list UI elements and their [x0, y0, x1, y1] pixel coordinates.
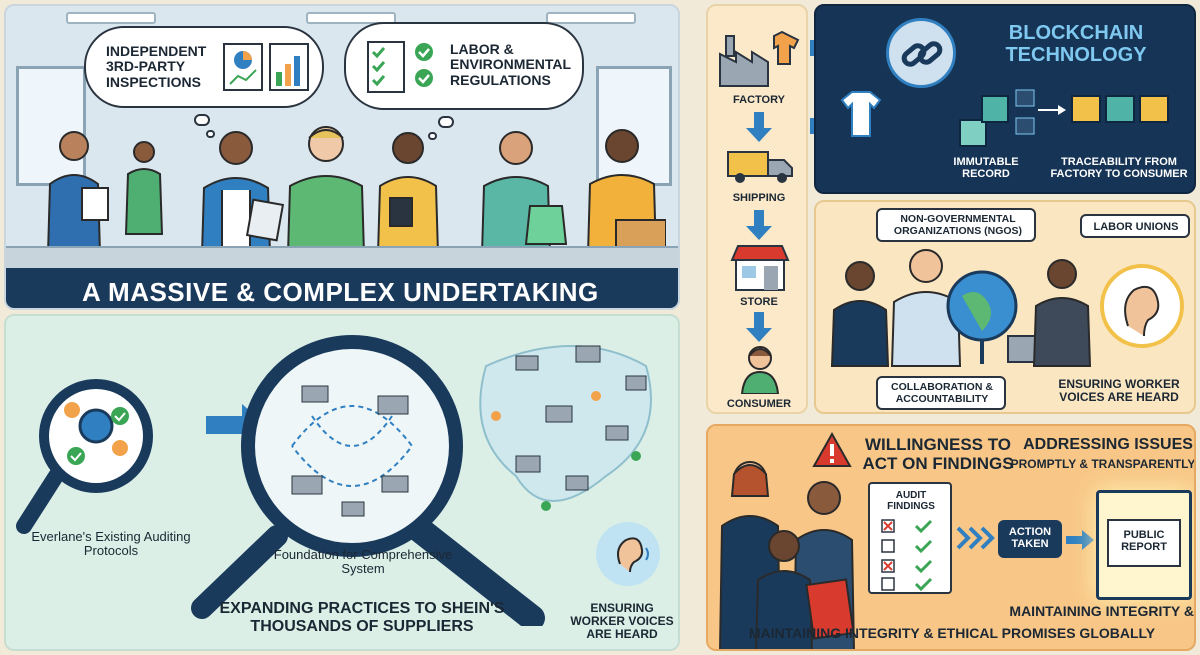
addressing-label-1: ADDRESSING ISSUES	[1023, 436, 1193, 453]
action-taken-label: ACTION TAKEN	[1008, 526, 1052, 551]
action-panel: WILLINGNESS TO ACT ON FINDINGS ADDRESSIN…	[706, 424, 1196, 651]
immutable-label: IMMUTABLE RECORD	[953, 156, 1019, 181]
ngo-label-box: NON-GOVERNMENTAL ORGANIZATIONS (NGOs)	[876, 208, 1036, 242]
inspectors-group	[46, 126, 666, 254]
ngo-voices-label: ENSURING WORKER VOICES ARE HEARD	[1058, 377, 1180, 405]
thought-dot	[206, 130, 215, 138]
expanding-label: EXPANDING PRACTICES TO SHEIN'S THOUSANDS…	[219, 600, 505, 635]
ngo-label: NON-GOVERNMENTAL ORGANIZATIONS (NGOs)	[893, 213, 1023, 237]
integrity-label-2: MAINTAINING INTEGRITY & ETHICAL PROMISES…	[748, 625, 1156, 641]
blockchain-title: BLOCKCHAIN TECHNOLOGY	[1005, 22, 1147, 66]
factory-icon	[719, 30, 800, 87]
thought-dot	[428, 132, 437, 140]
audit-checklist-icon	[881, 519, 933, 592]
willingness-label: WILLINGNESS TO ACT ON FINDINGS	[862, 435, 1014, 473]
factory-window	[16, 66, 86, 186]
expansion-panel: Everlane's Existing Auditing Protocols F…	[4, 314, 680, 651]
shirt-tag-icon	[840, 91, 882, 137]
audit-findings-title: AUDIT FINDINGS	[887, 490, 935, 512]
collab-label-box: COLLABORATION & ACCOUNTABILITY	[876, 376, 1006, 410]
ngo-panel: NON-GOVERNMENTAL ORGANIZATIONS (NGOs) LA…	[814, 200, 1196, 414]
public-report-label: PUBLIC REPORT	[1121, 529, 1167, 554]
supply-flow-panel: FACTORY SHIPPING STORE CONSUMER	[706, 4, 808, 414]
chain-badge	[886, 18, 956, 88]
action-taken-box: ACTION TAKEN	[998, 520, 1062, 558]
public-report-door: PUBLIC REPORT	[1096, 490, 1192, 600]
ceiling-light	[306, 12, 396, 24]
integrity-label-1: MAINTAINING INTEGRITY &	[1009, 603, 1194, 619]
down-arrow-icon	[746, 210, 772, 240]
inspection-panel: INDEPENDENT 3RD-PARTY INSPECTIONS LABOR …	[4, 4, 680, 310]
regulations-bubble: LABOR & ENVIRONMENTAL REGULATIONS	[344, 22, 584, 110]
inspections-bubble: INDEPENDENT 3RD-PARTY INSPECTIONS	[84, 26, 324, 108]
right-arrow-icon	[1066, 530, 1094, 550]
collaboration-scene	[830, 249, 1184, 367]
flow-step-consumer: CONSUMER	[726, 398, 792, 410]
blocks-icon	[959, 89, 1169, 147]
flow-step-shipping: SHIPPING	[732, 192, 786, 204]
gear-magnifier-icon	[16, 379, 153, 534]
truck-icon	[727, 151, 793, 183]
chain-link-icon	[901, 41, 943, 67]
collab-label: COLLABORATION & ACCOUNTABILITY	[891, 381, 993, 405]
store-icon	[730, 245, 790, 291]
protocols-label: Everlane's Existing Auditing Protocols	[31, 529, 191, 559]
big-magnifier-icon	[191, 335, 545, 626]
inspections-text: INDEPENDENT 3RD-PARTY INSPECTIONS	[106, 43, 207, 90]
warning-icon	[812, 432, 852, 467]
addressing-label-2: PROMPTLY & TRANSPARENTLY	[1010, 457, 1196, 471]
thought-dot	[194, 114, 210, 126]
audit-findings-card: AUDIT FINDINGS	[868, 482, 952, 594]
regulations-text: LABOR & ENVIRONMENTAL REGULATIONS	[450, 41, 571, 88]
thought-dot	[438, 116, 454, 128]
unions-label-box: LABOR UNIONS	[1080, 214, 1190, 238]
report-chart-icon	[223, 43, 309, 91]
foundation-label: Foundation for Comprehensive System	[273, 547, 453, 577]
ear-badge	[596, 522, 660, 586]
ear-icon	[617, 537, 649, 573]
traceability-label: TRACEABILITY FROM FACTORY TO CONSUMER	[1050, 156, 1188, 181]
blockchain-panel: BLOCKCHAIN TECHNOLOGY IMMUTABLE RECORD T…	[814, 4, 1196, 194]
supplier-network-icon	[479, 345, 652, 511]
flow-step-factory: FACTORY	[733, 94, 785, 106]
unions-label: LABOR UNIONS	[1093, 221, 1179, 233]
public-report-sheet: PUBLIC REPORT	[1107, 519, 1181, 567]
ceiling-light	[546, 12, 636, 24]
checklist-icon	[367, 41, 433, 93]
banner-title: A MASSIVE & COMPLEX UNDERTAKING	[82, 277, 599, 307]
ceiling-light	[66, 12, 156, 24]
title-banner: A MASSIVE & COMPLEX UNDERTAKING	[6, 268, 678, 308]
team-group	[719, 461, 855, 649]
inspection-table	[6, 246, 678, 268]
chevron-arrows-icon	[956, 526, 995, 550]
flow-step-store: STORE	[740, 296, 778, 308]
down-arrow-icon	[746, 112, 772, 142]
down-arrow-icon	[746, 312, 772, 342]
worker-voices-label: ENSURING WORKER VOICES ARE HEARD	[570, 601, 674, 642]
consumer-icon	[740, 346, 780, 394]
